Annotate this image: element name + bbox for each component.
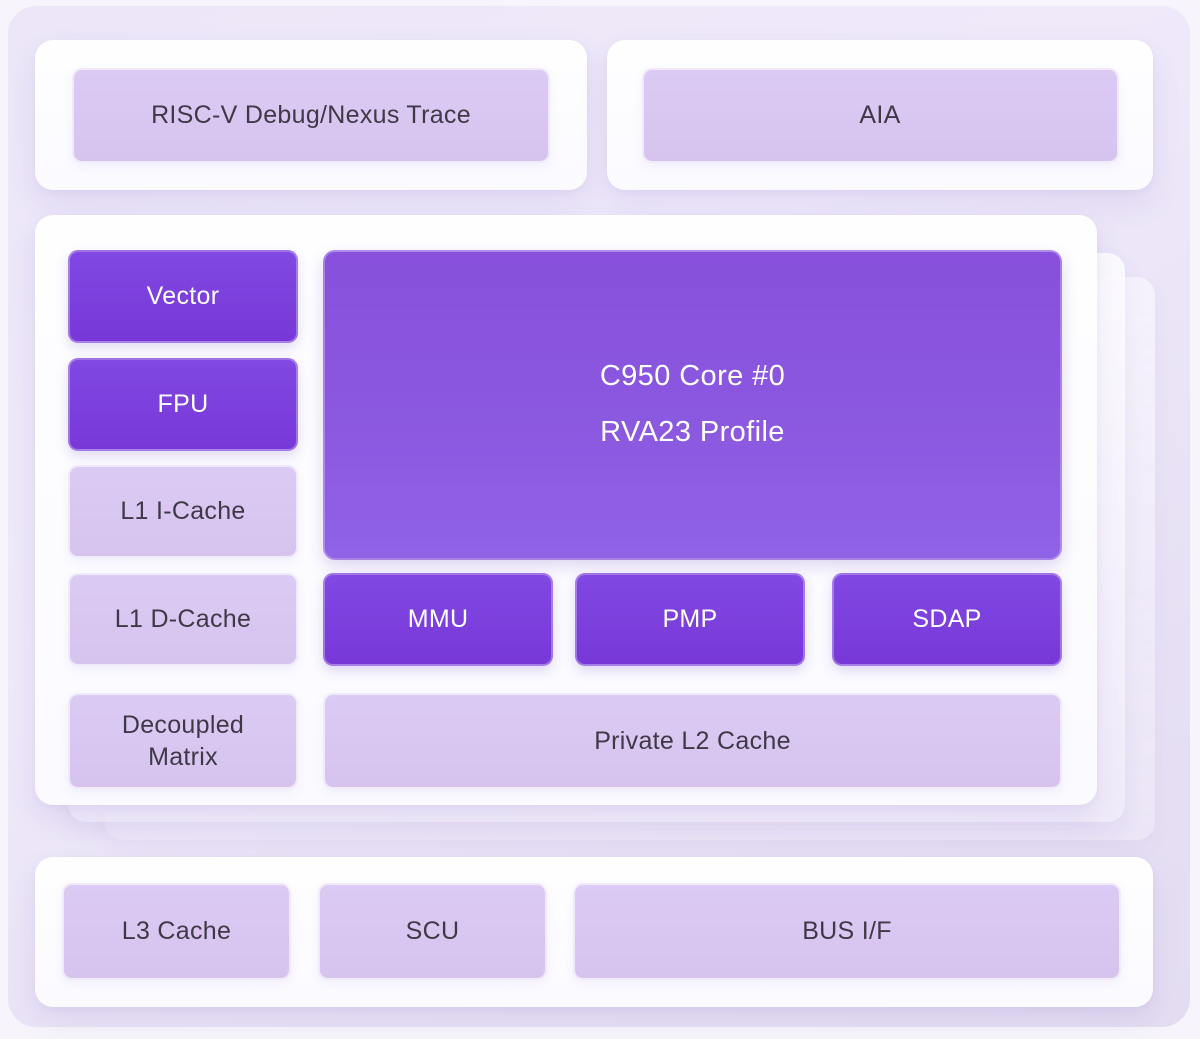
block-bus-interface: BUS I/F (573, 883, 1121, 980)
block-label: Decoupled Matrix (121, 710, 245, 772)
block-l1-dcache: L1 D-Cache (68, 573, 298, 666)
block-aia: AIA (641, 67, 1119, 163)
block-label: AIA (859, 100, 901, 129)
block-label: Private L2 Cache (594, 726, 791, 755)
block-fpu: FPU (68, 358, 298, 451)
block-label: FPU (157, 390, 209, 419)
block-sdap: SDAP (832, 573, 1062, 666)
block-l3-cache: L3 Cache (62, 883, 291, 980)
aia-card-inner: AIA (607, 40, 1153, 190)
block-label: RISC-V Debug/Nexus Trace (151, 100, 471, 129)
debug-trace-card-inner: RISC-V Debug/Nexus Trace (35, 40, 587, 190)
block-label: SDAP (912, 605, 982, 634)
core-title-line1: C950 Core #0 (599, 360, 786, 393)
block-pmp: PMP (575, 573, 805, 666)
block-label: SCU (405, 917, 460, 946)
block-label: PMP (662, 605, 718, 634)
block-label: Vector (146, 282, 220, 311)
debug-trace-card: RISC-V Debug/Nexus Trace (35, 40, 587, 190)
block-label: L1 I-Cache (120, 497, 246, 526)
block-label: MMU (407, 605, 469, 634)
uncore-card: L3 Cache SCU BUS I/F (35, 857, 1153, 1007)
block-label: BUS I/F (802, 917, 892, 946)
block-private-l2-cache: Private L2 Cache (323, 693, 1062, 789)
aia-card: AIA (607, 40, 1153, 190)
block-decoupled-matrix: Decoupled Matrix (68, 693, 298, 789)
block-vector: Vector (68, 250, 298, 343)
block-label: L3 Cache (121, 917, 232, 946)
core-title-line2: RVA23 Profile (600, 416, 785, 448)
block-riscv-debug-nexus-trace: RISC-V Debug/Nexus Trace (72, 67, 550, 163)
block-mmu: MMU (323, 573, 553, 666)
core-cluster-card: Vector FPU L1 I-Cache L1 D-Cache Decoupl… (35, 215, 1097, 805)
block-label: L1 D-Cache (114, 605, 252, 634)
block-c950-core: C950 Core #0 RVA23 Profile (323, 250, 1062, 560)
block-l1-icache: L1 I-Cache (68, 465, 298, 558)
block-scu: SCU (318, 883, 547, 980)
